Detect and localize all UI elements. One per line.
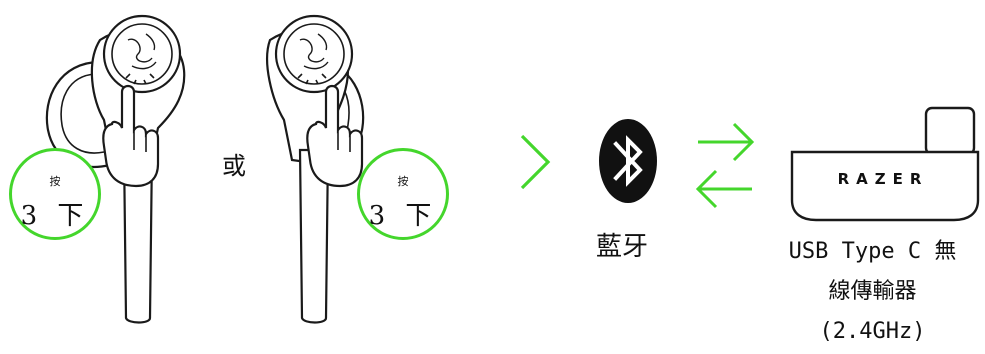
bidirectional-arrows-icon: [695, 122, 755, 209]
press-label: 按: [49, 175, 61, 188]
press-label: 按: [397, 175, 409, 188]
bluetooth-label: 藍牙: [596, 232, 649, 262]
dongle-label-line-2: 線傳輸器: [828, 279, 917, 304]
dongle-label-line-3: (2.4GHz): [819, 319, 926, 344]
or-label: 或: [222, 152, 246, 180]
press-count-label: 3 下: [20, 201, 90, 231]
dongle-brand-logo: RAZER: [837, 170, 929, 188]
press-count-badge-right: 按 3 下: [357, 148, 449, 240]
bluetooth-icon: [599, 119, 657, 203]
press-count-label: 3 下: [368, 201, 438, 231]
press-count-badge-left: 按 3 下: [9, 148, 101, 240]
dongle-label-line-1: USB Type C 無: [788, 239, 957, 264]
next-chevron-icon: [520, 134, 551, 190]
dongle-label: USB Type C 無 線傳輸器 (2.4GHz): [760, 232, 985, 352]
usb-c-dongle: [790, 106, 980, 222]
right-earbud: [266, 14, 365, 324]
left-earbud: [45, 14, 186, 324]
